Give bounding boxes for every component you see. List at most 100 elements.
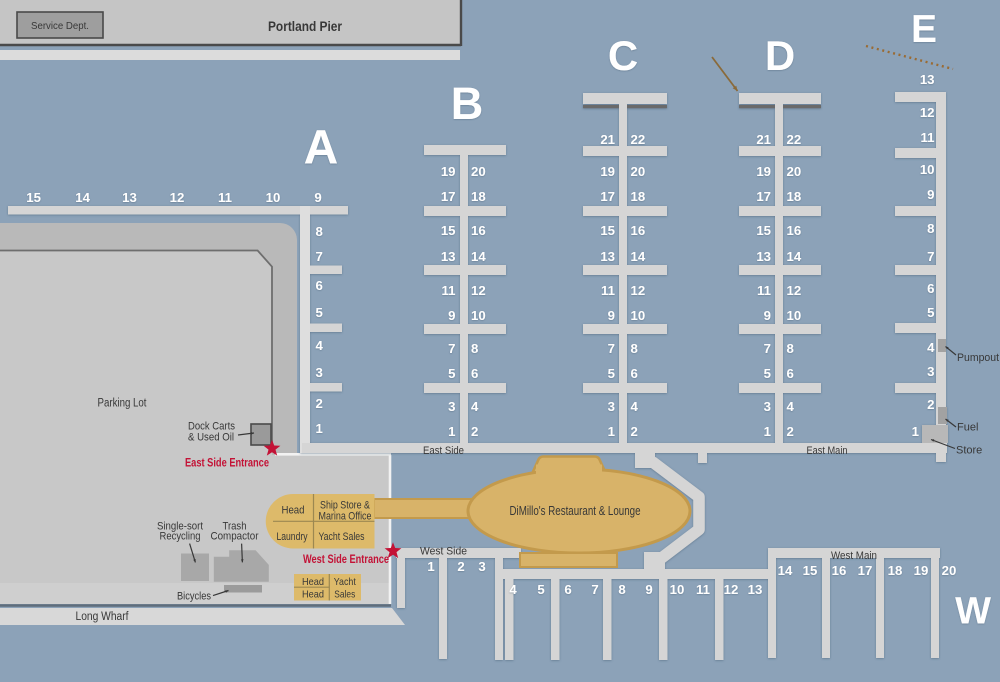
svg-text:4: 4 bbox=[927, 340, 935, 355]
svg-text:11: 11 bbox=[757, 283, 771, 298]
svg-text:3: 3 bbox=[316, 365, 323, 380]
svg-text:Head: Head bbox=[302, 589, 324, 601]
svg-text:6: 6 bbox=[927, 281, 934, 296]
svg-text:D: D bbox=[765, 32, 795, 79]
svg-text:W: W bbox=[955, 591, 991, 633]
svg-text:11: 11 bbox=[601, 283, 615, 298]
svg-text:15: 15 bbox=[803, 563, 818, 578]
svg-text:19: 19 bbox=[756, 164, 771, 179]
svg-text:Ship Store &: Ship Store & bbox=[320, 500, 371, 512]
svg-text:10: 10 bbox=[920, 162, 935, 177]
svg-text:7: 7 bbox=[608, 341, 615, 356]
svg-text:15: 15 bbox=[600, 223, 615, 238]
svg-text:11: 11 bbox=[696, 582, 710, 597]
svg-text:19: 19 bbox=[914, 563, 929, 578]
svg-text:Head: Head bbox=[282, 505, 305, 517]
svg-text:2: 2 bbox=[927, 397, 934, 412]
svg-text:8: 8 bbox=[316, 224, 323, 239]
svg-text:16: 16 bbox=[471, 223, 486, 238]
svg-text:B: B bbox=[451, 78, 484, 129]
svg-text:Laundry: Laundry bbox=[277, 531, 308, 543]
svg-text:6: 6 bbox=[471, 366, 478, 381]
svg-text:Portland Pier: Portland Pier bbox=[268, 19, 343, 34]
svg-text:A: A bbox=[304, 121, 339, 174]
svg-text:6: 6 bbox=[564, 582, 571, 597]
svg-text:15: 15 bbox=[441, 223, 456, 238]
svg-text:9: 9 bbox=[927, 187, 934, 202]
svg-text:18: 18 bbox=[471, 189, 486, 204]
svg-text:8: 8 bbox=[618, 582, 625, 597]
svg-text:18: 18 bbox=[888, 563, 903, 578]
svg-text:East Main: East Main bbox=[807, 445, 848, 457]
svg-text:10: 10 bbox=[471, 308, 486, 323]
svg-text:East Side Entrance: East Side Entrance bbox=[185, 456, 269, 470]
svg-text:19: 19 bbox=[600, 164, 615, 179]
svg-text:16: 16 bbox=[631, 223, 646, 238]
svg-text:Head: Head bbox=[302, 576, 324, 588]
svg-text:8: 8 bbox=[787, 341, 794, 356]
svg-text:14: 14 bbox=[75, 190, 90, 205]
svg-text:20: 20 bbox=[471, 164, 486, 179]
svg-text:11: 11 bbox=[921, 130, 935, 145]
svg-text:15: 15 bbox=[26, 190, 41, 205]
svg-text:5: 5 bbox=[927, 305, 934, 320]
svg-text:13: 13 bbox=[920, 72, 935, 87]
svg-text:6: 6 bbox=[316, 278, 323, 293]
svg-text:9: 9 bbox=[608, 308, 615, 323]
svg-text:East Side: East Side bbox=[423, 445, 464, 457]
svg-text:West Side Entrance: West Side Entrance bbox=[303, 552, 389, 566]
svg-text:Single-sort: Single-sort bbox=[157, 521, 203, 533]
svg-text:4: 4 bbox=[316, 338, 324, 353]
svg-text:16: 16 bbox=[832, 563, 847, 578]
svg-text:2: 2 bbox=[471, 424, 478, 439]
svg-text:7: 7 bbox=[927, 249, 934, 264]
svg-text:4: 4 bbox=[787, 399, 795, 414]
svg-text:Trash: Trash bbox=[223, 521, 247, 533]
svg-text:7: 7 bbox=[591, 582, 598, 597]
svg-text:10: 10 bbox=[670, 582, 685, 597]
svg-text:7: 7 bbox=[448, 341, 455, 356]
svg-text:13: 13 bbox=[441, 249, 456, 264]
svg-text:Yacht Sales: Yacht Sales bbox=[319, 531, 365, 543]
svg-text:10: 10 bbox=[631, 308, 646, 323]
svg-text:9: 9 bbox=[764, 308, 771, 323]
svg-text:Service Dept.: Service Dept. bbox=[31, 20, 89, 32]
svg-text:Marina Office: Marina Office bbox=[319, 511, 372, 523]
svg-text:12: 12 bbox=[920, 105, 935, 120]
svg-text:8: 8 bbox=[927, 221, 934, 236]
svg-text:4: 4 bbox=[631, 399, 639, 414]
svg-text:12: 12 bbox=[787, 283, 802, 298]
svg-text:13: 13 bbox=[122, 190, 137, 205]
svg-text:18: 18 bbox=[631, 189, 646, 204]
svg-text:4: 4 bbox=[471, 399, 479, 414]
svg-text:Long Wharf: Long Wharf bbox=[76, 611, 130, 623]
svg-text:1: 1 bbox=[316, 421, 323, 436]
svg-text:Compactor: Compactor bbox=[211, 531, 259, 543]
svg-text:20: 20 bbox=[942, 563, 957, 578]
svg-text:Fuel: Fuel bbox=[957, 422, 978, 434]
svg-text:8: 8 bbox=[631, 341, 638, 356]
svg-text:9: 9 bbox=[645, 582, 652, 597]
svg-text:3: 3 bbox=[448, 399, 455, 414]
svg-text:17: 17 bbox=[756, 189, 771, 204]
svg-text:5: 5 bbox=[608, 366, 615, 381]
svg-text:West Side: West Side bbox=[420, 546, 467, 558]
svg-text:5: 5 bbox=[537, 582, 544, 597]
svg-text:3: 3 bbox=[764, 399, 771, 414]
svg-text:11: 11 bbox=[442, 283, 456, 298]
svg-text:E: E bbox=[911, 8, 937, 51]
svg-text:13: 13 bbox=[748, 582, 763, 597]
svg-text:7: 7 bbox=[316, 249, 323, 264]
svg-text:17: 17 bbox=[858, 563, 873, 578]
svg-text:West Main: West Main bbox=[831, 550, 877, 562]
svg-text:Store: Store bbox=[956, 445, 982, 457]
svg-text:20: 20 bbox=[631, 164, 646, 179]
svg-text:3: 3 bbox=[927, 364, 934, 379]
svg-text:9: 9 bbox=[448, 308, 455, 323]
svg-text:10: 10 bbox=[266, 190, 281, 205]
svg-text:C: C bbox=[608, 32, 638, 79]
svg-text:6: 6 bbox=[631, 366, 638, 381]
svg-text:1: 1 bbox=[448, 424, 455, 439]
svg-text:1: 1 bbox=[427, 559, 434, 574]
svg-text:10: 10 bbox=[787, 308, 802, 323]
